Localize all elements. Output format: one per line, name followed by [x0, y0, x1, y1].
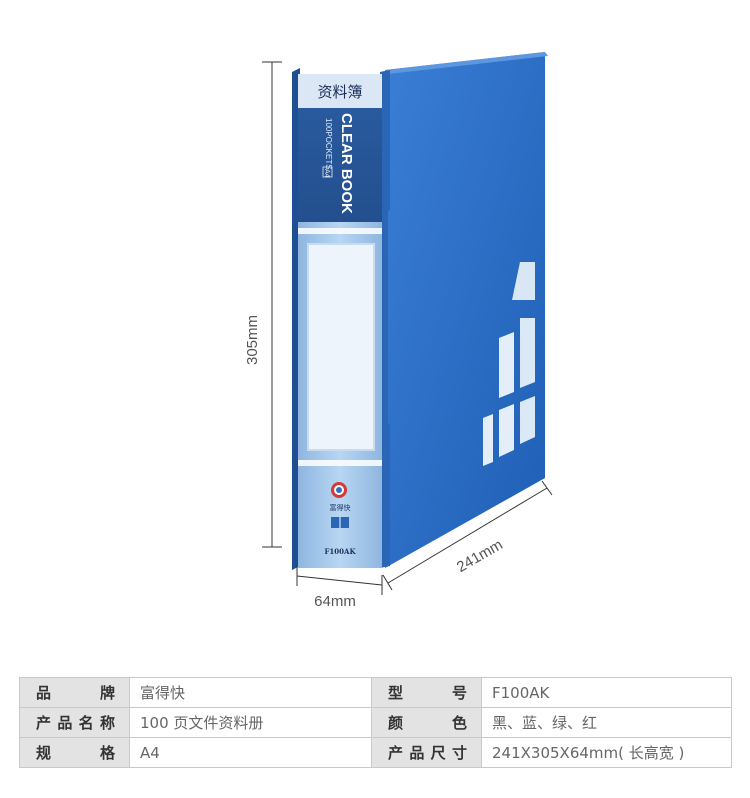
spine-title-cn: 资料簿: [317, 83, 362, 101]
spec-value: 黑、蓝、绿、红: [481, 707, 732, 738]
spec-key: 型 号: [371, 677, 482, 708]
spec-value: A4: [129, 737, 372, 768]
brand-logo-icon: [331, 482, 347, 498]
spec-key: 规 格: [19, 737, 130, 768]
side-cutout: [483, 414, 493, 466]
height-dimension: 305mm: [244, 61, 282, 548]
spec-row: 规 格 A4 产品尺寸 241X305X64mm( 长高宽 ): [19, 737, 732, 768]
spec-value: 富得快: [129, 677, 372, 708]
width-dimension: 64mm: [296, 566, 383, 610]
spec-table: 品 牌 富得快 型 号 F100AK 产品名称 100 页文件资料册 颜 色 黑…: [19, 677, 732, 768]
spine-size: A4: [323, 169, 330, 178]
side-cutout: [520, 318, 535, 388]
model-code: F100AK: [324, 547, 356, 556]
spec-key: 颜 色: [371, 707, 482, 738]
spec-key: 产品尺寸: [371, 737, 482, 768]
book-icon: [331, 517, 349, 528]
spec-row: 品 牌 富得快 型 号 F100AK: [19, 677, 732, 708]
side-cutout: [499, 332, 514, 398]
box-side: [385, 52, 548, 568]
spec-row: 产品名称 100 页文件资料册 颜 色 黑、蓝、绿、红: [19, 707, 732, 738]
spine-label-window: [307, 243, 375, 451]
binder-spine: 资料簿 CLEAR BOOK 100POCKETS A4 富得快 F100AK: [298, 74, 382, 568]
spec-key: 产品名称: [19, 707, 130, 738]
spine-brand: 富得快: [330, 503, 351, 512]
spec-key: 品 牌: [19, 677, 130, 708]
product-figure: 305mm 资料簿 CLEAR BOOK 100POCKETS A4: [244, 52, 553, 610]
side-cutout: [512, 262, 535, 300]
height-label: 305mm: [244, 315, 261, 365]
width-label: 64mm: [314, 593, 356, 610]
spec-value: 100 页文件资料册: [129, 707, 372, 738]
spine-title-en: CLEAR BOOK: [338, 113, 355, 214]
side-cutout: [499, 404, 514, 457]
side-cutout: [520, 396, 535, 444]
spec-value: F100AK: [481, 677, 732, 708]
depth-label: 241mm: [454, 536, 506, 576]
spec-value: 241X305X64mm( 长高宽 ): [481, 737, 732, 768]
spine-pockets: 100POCKETS: [324, 118, 333, 170]
